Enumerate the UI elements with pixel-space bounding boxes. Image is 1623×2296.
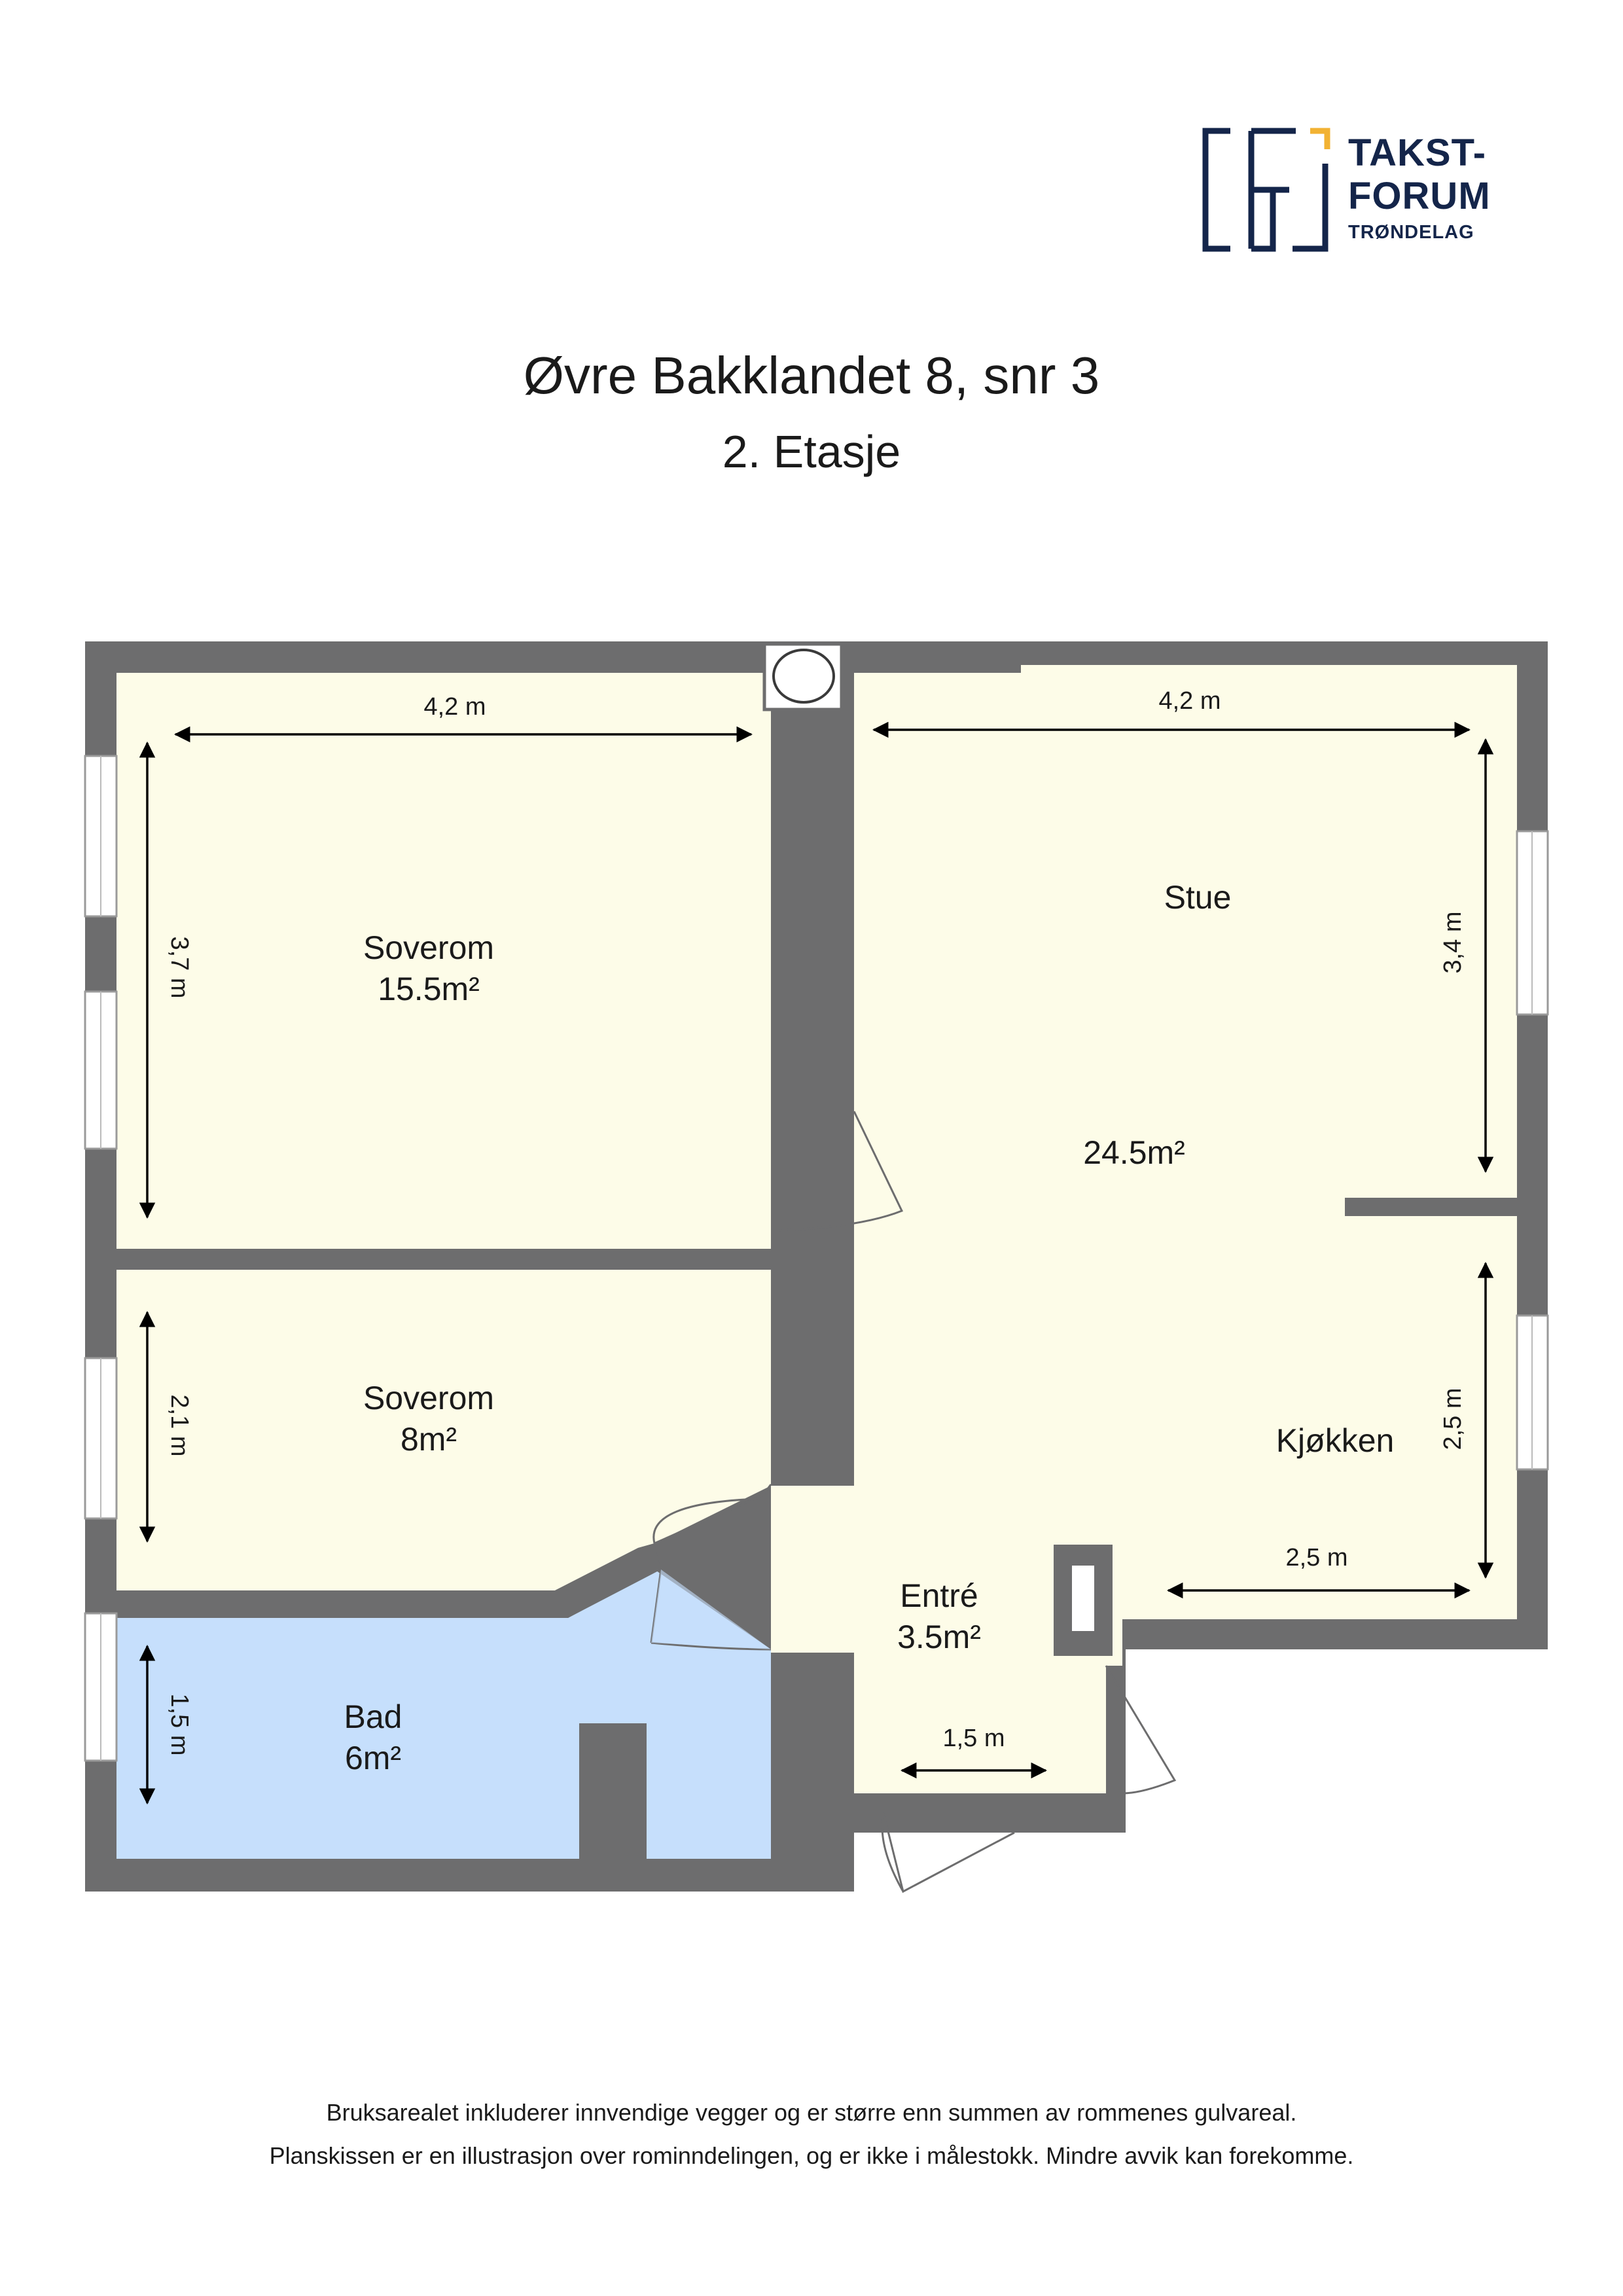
duct xyxy=(1072,1566,1094,1631)
floor-subtitle: 2. Etasje xyxy=(722,426,901,477)
room-stue-name: Stue xyxy=(1164,879,1232,916)
chimney-vent xyxy=(772,649,835,704)
dim-stue-height: 3,4 m xyxy=(1439,911,1467,973)
floor-bad xyxy=(116,1570,771,1859)
logo-accent xyxy=(1310,128,1330,149)
wall-core xyxy=(771,1270,854,1486)
room-kjokken-name: Kjøkken xyxy=(1276,1422,1395,1459)
dim-kjokken-width: 2,5 m xyxy=(1285,1544,1347,1571)
window-panes xyxy=(100,756,1533,1761)
room-stue-area: 24.5m² xyxy=(1083,1134,1185,1171)
dim-stue-width: 4,2 m xyxy=(1158,687,1221,715)
room-entre-area: 3.5m² xyxy=(897,1619,981,1655)
floor-soverom-1 xyxy=(116,673,771,1249)
room-soverom2-area: 8m² xyxy=(401,1421,457,1458)
wall-stub xyxy=(771,1230,854,1270)
dim-soverom2-height: 2,1 m xyxy=(166,1394,193,1456)
takstforum-logo xyxy=(1202,128,1330,252)
wall-entrance-right xyxy=(1014,1793,1126,1833)
logo-bracket-right xyxy=(1293,164,1329,252)
logo-bottom xyxy=(1251,190,1276,252)
wall-chimney xyxy=(771,673,854,1111)
logo-line1: TAKST- xyxy=(1348,132,1487,174)
room-soverom1-area: 15.5m² xyxy=(378,971,480,1007)
dim-entre-width: 1,5 m xyxy=(942,1725,1005,1752)
wall-soverom-divider xyxy=(116,1249,771,1270)
dimension-lines xyxy=(139,721,1494,1805)
logo-wordmark: TAKST- FORUM TRØNDELAG xyxy=(1348,134,1491,242)
door-soverom-2-frame xyxy=(654,1484,772,1545)
room-bad-area: 6m² xyxy=(345,1740,401,1776)
dim-kjokken-height: 2,5 m xyxy=(1439,1388,1467,1450)
door-bad-swing xyxy=(651,1570,771,1649)
wall-entrance-left xyxy=(854,1793,880,1833)
footer-line-2: Planskissen er en illustrasjon over romi… xyxy=(269,2142,1354,2169)
footer-line-1: Bruksarealet inkluderer innvendige vegge… xyxy=(326,2099,1297,2126)
wall-bad-top xyxy=(116,1543,661,1618)
door-soverom-2-arc xyxy=(652,1498,763,1544)
room-soverom2-name: Soverom xyxy=(363,1380,494,1416)
floor-soverom-2 xyxy=(116,1270,771,1590)
floor-stue-kjokken-entre xyxy=(771,665,1517,1793)
dim-bad-height: 1,5 m xyxy=(166,1693,193,1755)
room-bad-name: Bad xyxy=(344,1698,402,1735)
footer-notes: Bruksarealet inkluderer innvendige vegge… xyxy=(0,2091,1623,2178)
door-soverom-1 xyxy=(778,1111,904,1232)
logo-line3: TRØNDELAG xyxy=(1348,222,1474,243)
door-bad-arc xyxy=(651,1641,772,1651)
room-soverom1-name: Soverom xyxy=(363,929,494,966)
door-side xyxy=(1105,1665,1177,1795)
logo-bracket-left xyxy=(1202,128,1230,252)
logo-line2: FORUM xyxy=(1348,175,1491,217)
page-title: Øvre Bakklandet 8, snr 3 xyxy=(523,346,1100,404)
wall-kjokken-divider xyxy=(1345,1198,1517,1216)
dim-soverom1-width: 4,2 m xyxy=(423,693,486,721)
doors xyxy=(650,1111,1177,1893)
door-entrance-arc xyxy=(881,1812,904,1892)
dim-soverom1-height: 3,7 m xyxy=(166,936,193,998)
room-entre-name: Entré xyxy=(900,1577,978,1614)
